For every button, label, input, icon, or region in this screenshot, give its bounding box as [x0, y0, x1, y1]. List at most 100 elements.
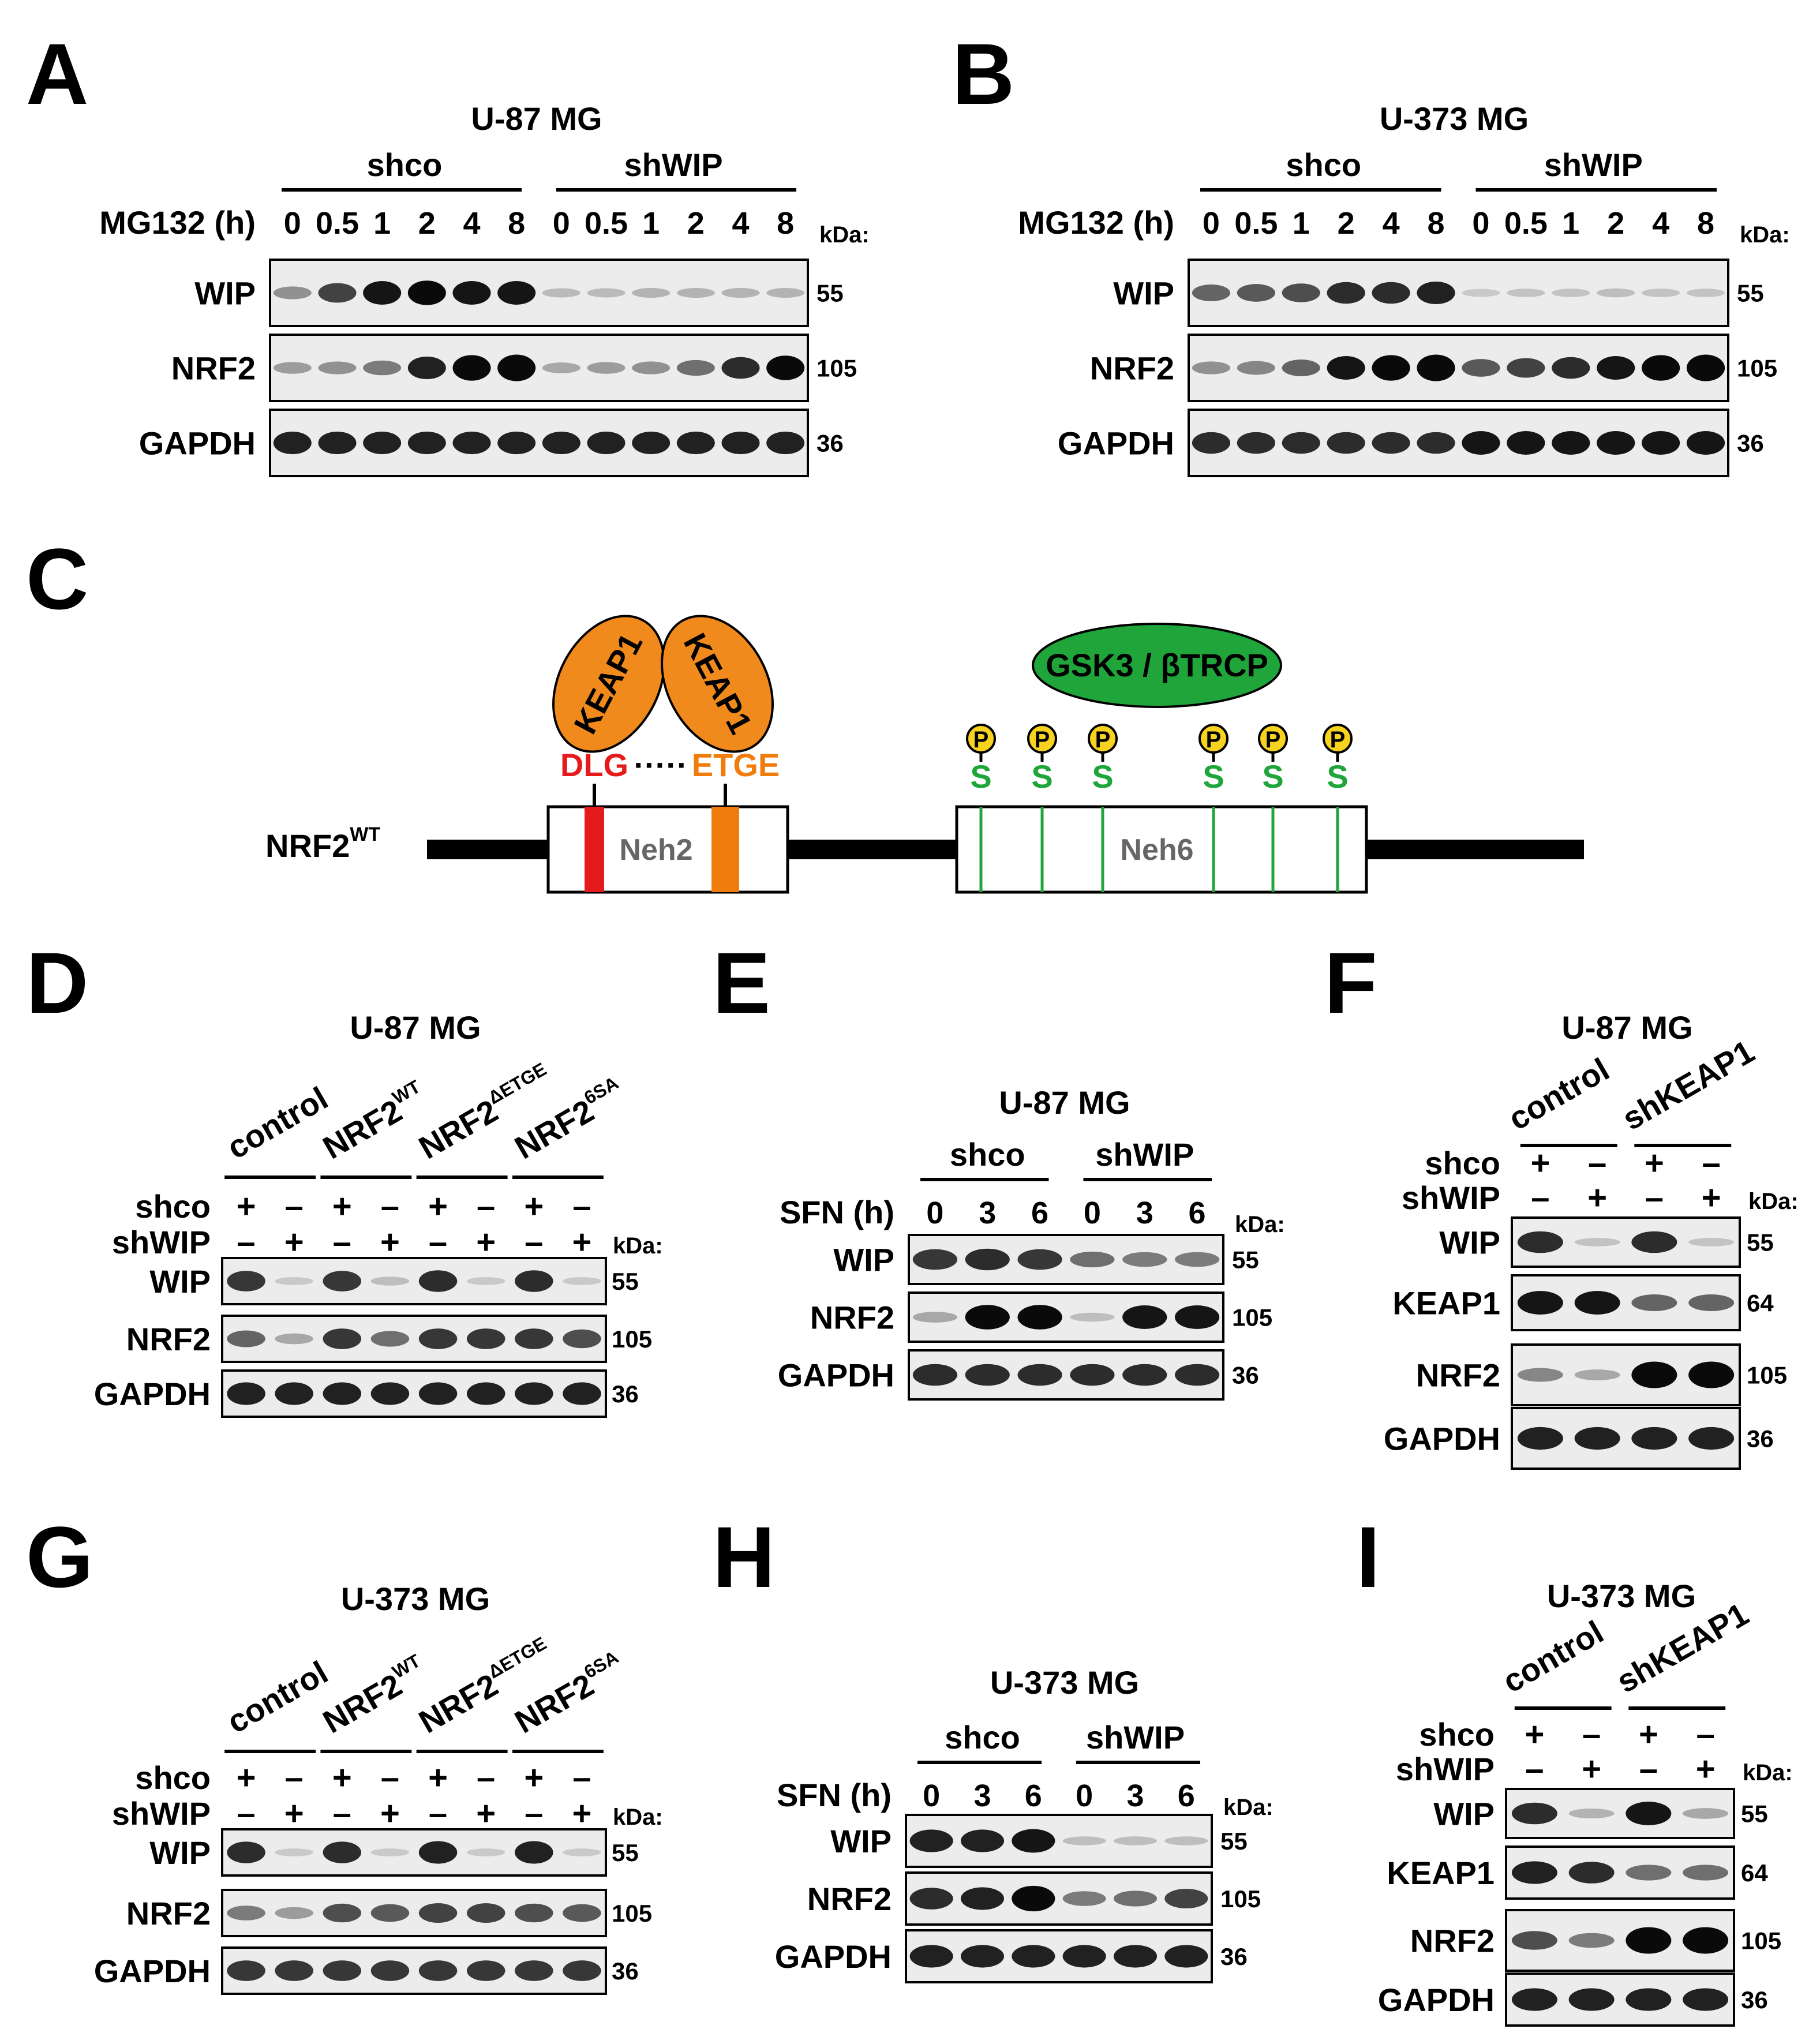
- minus-sign: –: [572, 1759, 591, 1796]
- band: [1017, 1249, 1062, 1270]
- lane-label: 4: [463, 206, 480, 241]
- lane-label: 8: [1697, 206, 1714, 241]
- blot-wip: [908, 1234, 1224, 1285]
- serine-label: S: [1092, 758, 1113, 795]
- band: [1122, 1305, 1167, 1329]
- band: [1417, 281, 1455, 305]
- plus-sign: +: [428, 1188, 448, 1225]
- band: [1631, 1427, 1677, 1450]
- band: [563, 1904, 601, 1922]
- row-label: NRF2: [1090, 350, 1174, 387]
- row-label: KEAP1: [1387, 1855, 1495, 1891]
- phospho-circle: [966, 724, 996, 754]
- mw-marker: 105: [1737, 355, 1777, 382]
- blot-gapdh: [269, 409, 809, 477]
- mw-marker: 105: [612, 1326, 652, 1353]
- mw-marker: 36: [1737, 430, 1764, 457]
- band: [515, 1270, 553, 1292]
- lane-label: 3: [979, 1196, 996, 1230]
- lane-label: 1: [642, 206, 660, 241]
- band: [632, 287, 671, 298]
- mw-marker: 36: [612, 1380, 639, 1407]
- kda-label: kDa:: [1235, 1212, 1285, 1237]
- plus-sign: +: [428, 1759, 448, 1796]
- lane-label: 3: [973, 1779, 991, 1813]
- group-superscript: ΔETGE: [485, 1633, 550, 1682]
- condition-label: SFN (h): [777, 1777, 892, 1813]
- band: [273, 431, 312, 455]
- mw-marker: 36: [1747, 1425, 1774, 1452]
- group-label-shwip: shWIP: [624, 147, 722, 183]
- band: [466, 1903, 505, 1923]
- minus-sign: –: [285, 1759, 304, 1796]
- band: [1174, 1305, 1220, 1329]
- band: [766, 287, 805, 298]
- band: [323, 1841, 362, 1863]
- band: [466, 1848, 505, 1856]
- plus-sign: +: [1696, 1750, 1716, 1788]
- band: [1688, 1427, 1735, 1450]
- band: [1686, 289, 1725, 297]
- band: [227, 1841, 265, 1863]
- blot-nrf2: [908, 1291, 1224, 1343]
- band: [1164, 1888, 1208, 1909]
- group-name: NRF2: [317, 1092, 408, 1166]
- panel-letter-D: D: [26, 934, 88, 1031]
- band: [587, 362, 626, 374]
- band: [515, 1328, 553, 1349]
- gsk3-btrcp-label: GSK3 / βTRCP: [1046, 647, 1268, 683]
- band: [1688, 1361, 1735, 1388]
- band: [1507, 358, 1545, 378]
- mw-marker: 36: [1220, 1943, 1248, 1970]
- row-label: GAPDH: [1378, 1982, 1495, 2018]
- band: [1012, 1885, 1055, 1912]
- band: [515, 1382, 553, 1405]
- band: [407, 356, 446, 380]
- group-label-shwip: shWIP: [1544, 147, 1643, 183]
- group-name: NRF2: [508, 1667, 600, 1740]
- minus-sign: –: [1582, 1716, 1601, 1753]
- band: [1372, 282, 1410, 304]
- band: [1012, 1829, 1055, 1853]
- row-label: WIP: [833, 1242, 894, 1278]
- plus-sign: +: [1702, 1179, 1721, 1216]
- shco-label: shco: [135, 1188, 211, 1225]
- kda-label: kDa:: [1743, 1760, 1793, 1785]
- plus-sign: +: [524, 1188, 544, 1225]
- band: [721, 357, 760, 379]
- minus-sign: –: [1531, 1179, 1549, 1216]
- band: [1683, 1927, 1729, 1954]
- condition-label: MG132 (h): [1018, 204, 1174, 241]
- band: [1631, 1231, 1677, 1253]
- band: [1164, 1945, 1208, 1968]
- lane-label: 3: [1126, 1779, 1144, 1813]
- row-label: WIP: [830, 1823, 892, 1859]
- mw-marker: 55: [1747, 1229, 1774, 1256]
- band: [1574, 1369, 1620, 1380]
- band: [1462, 359, 1500, 377]
- cell-line-title: U-87 MG: [471, 100, 602, 137]
- mw-marker: 105: [1220, 1885, 1261, 1912]
- band: [1062, 1836, 1106, 1845]
- band: [515, 1960, 553, 1981]
- blot-wip: [1188, 259, 1729, 327]
- neh6-domain: [955, 805, 1368, 894]
- cell-line-title: U-373 MG: [1380, 100, 1529, 137]
- band: [912, 1312, 958, 1323]
- band: [766, 355, 805, 380]
- band: [1462, 431, 1500, 455]
- phospho-circle: [1323, 724, 1353, 754]
- band: [497, 354, 536, 381]
- minus-sign: –: [333, 1795, 351, 1832]
- shwip-label: shWIP: [1402, 1180, 1500, 1216]
- blot-wip: [905, 1814, 1213, 1868]
- group-label: control: [1496, 1614, 1609, 1699]
- mw-marker: 55: [1220, 1828, 1248, 1855]
- shwip-label: shWIP: [1396, 1751, 1495, 1787]
- band: [466, 1328, 505, 1349]
- band: [1568, 1988, 1615, 2011]
- neh2-label: Neh2: [619, 833, 692, 867]
- band: [1327, 432, 1365, 454]
- row-label: WIP: [194, 275, 256, 312]
- band: [1642, 355, 1680, 381]
